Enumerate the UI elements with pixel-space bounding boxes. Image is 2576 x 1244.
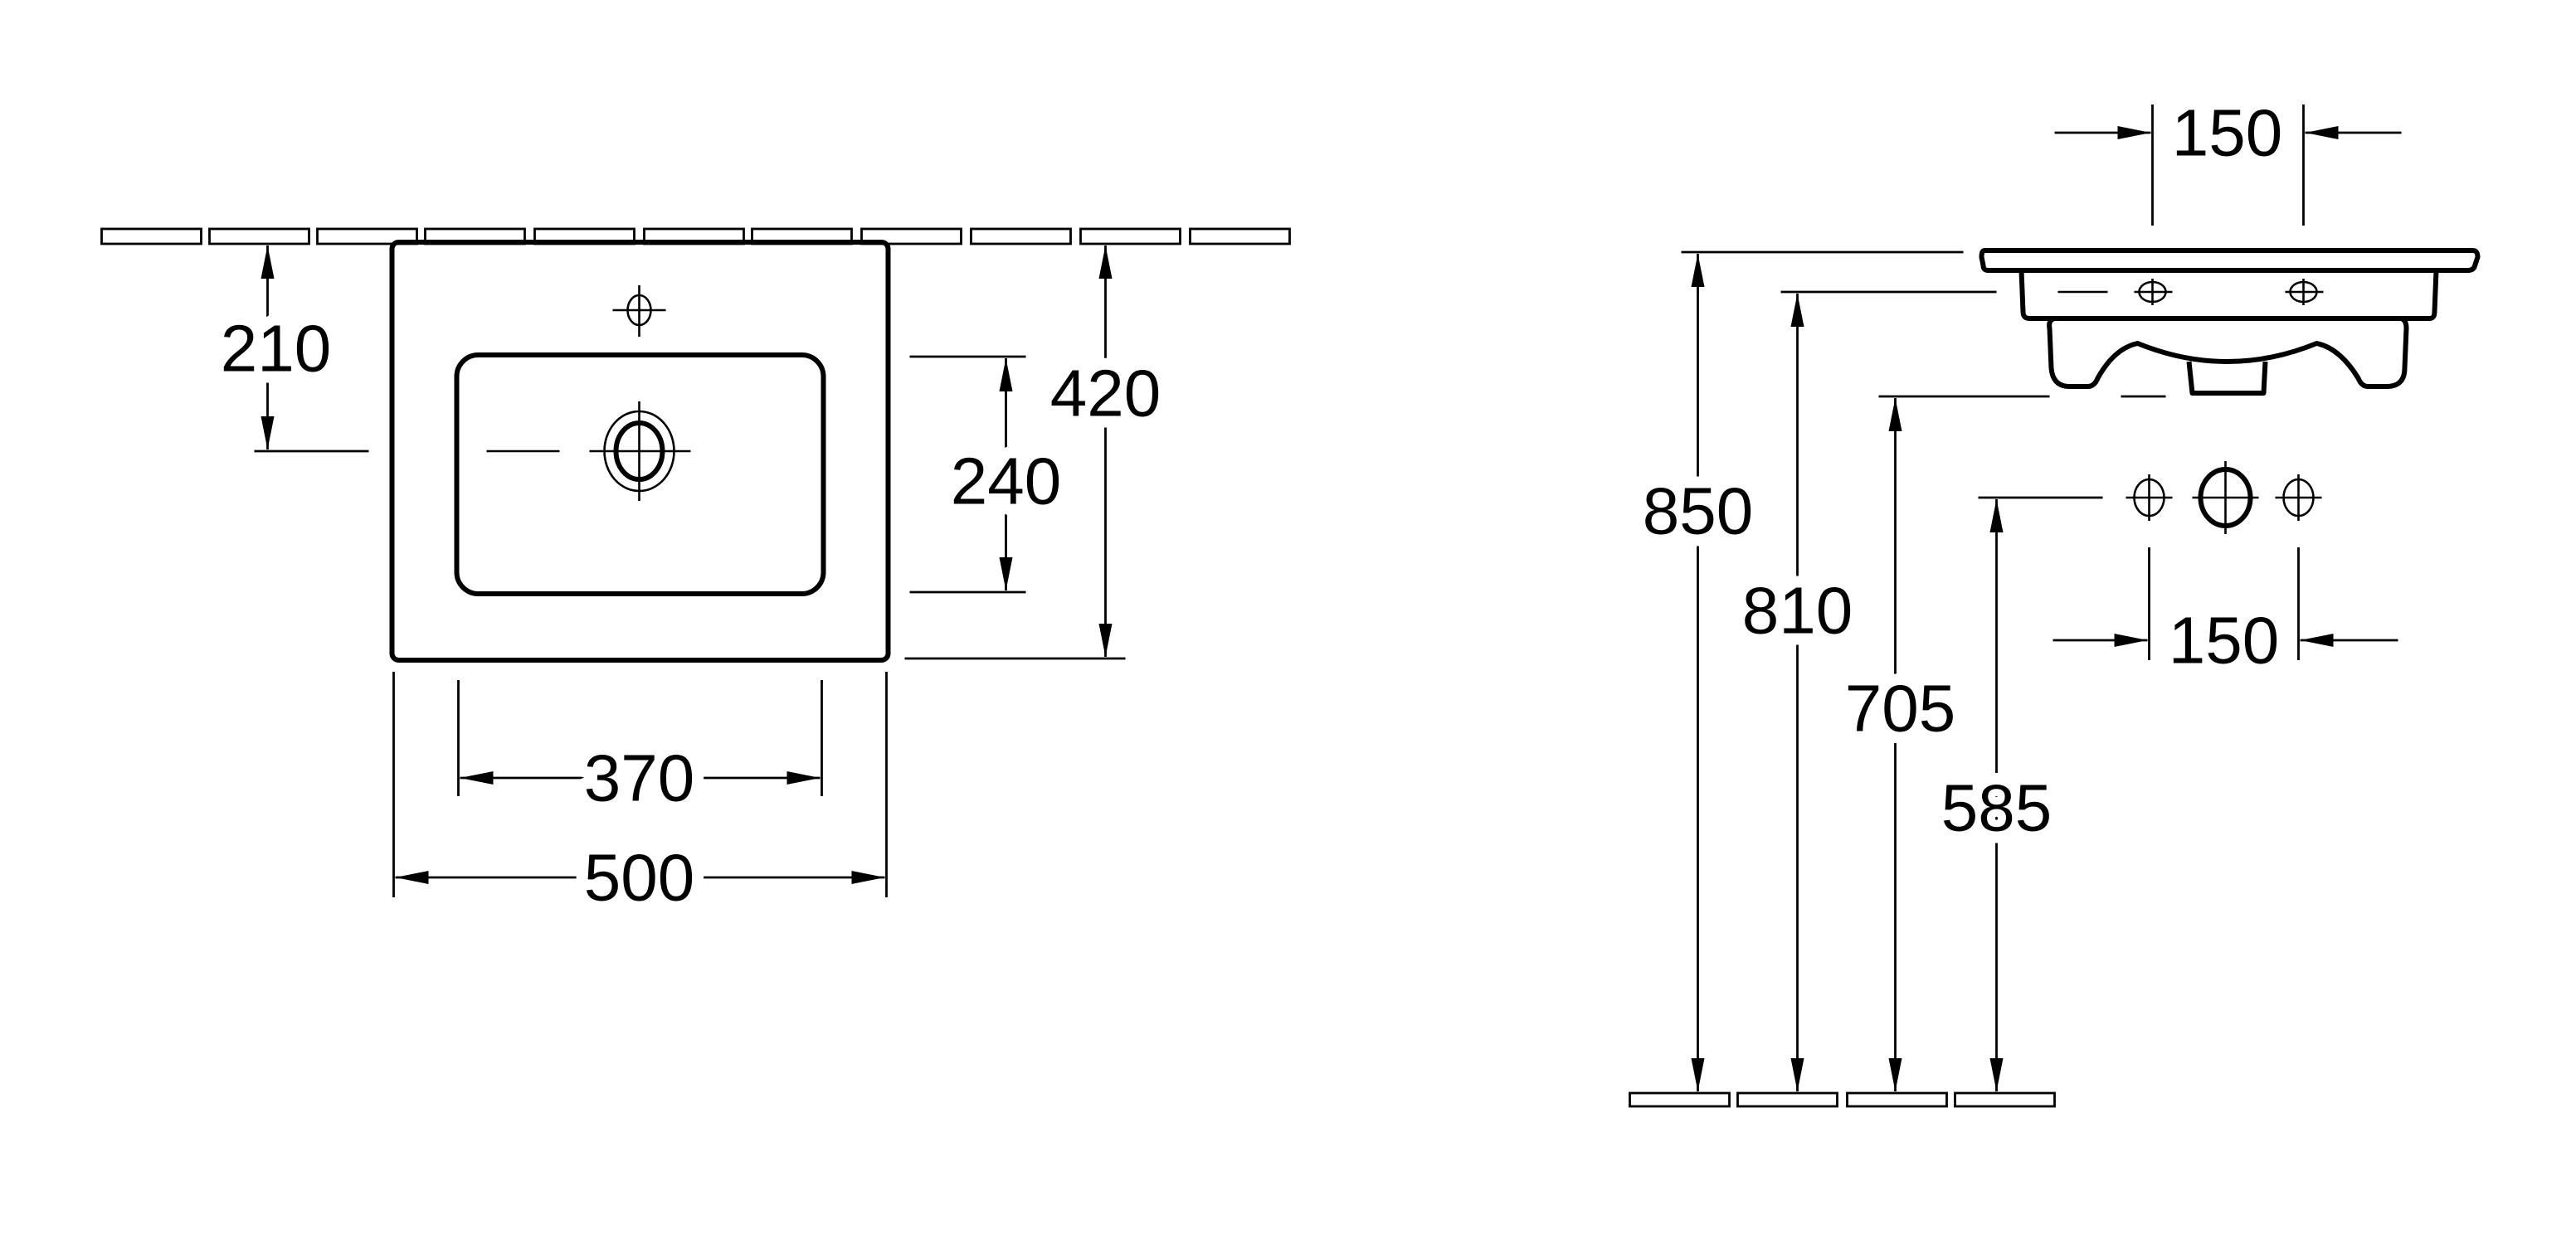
wall-tile <box>1079 227 1181 245</box>
dim-240: 240 <box>951 445 1061 518</box>
dim-150-top: 150 <box>2172 96 2282 170</box>
dim-850: 850 <box>1643 474 1753 548</box>
dim-705: 705 <box>1845 672 1955 746</box>
bowl-outline <box>454 352 826 596</box>
dim-810: 810 <box>1742 574 1853 648</box>
waste-hole-left-icon <box>2126 474 2173 521</box>
tap-hole-icon <box>612 285 666 337</box>
dim-150-bottom: 150 <box>2169 604 2279 678</box>
dim-210: 210 <box>221 312 331 386</box>
floor-tiles <box>1629 1091 2056 1108</box>
wall-tile <box>970 227 1072 245</box>
dim-500: 500 <box>584 841 694 915</box>
dim-370: 370 <box>584 741 694 815</box>
tap-hole-right-icon <box>2285 279 2324 305</box>
basin-profile <box>1979 248 2481 396</box>
drain-icon <box>486 401 691 501</box>
tap-hole-left-icon <box>2134 279 2173 305</box>
wall-tile <box>316 227 418 245</box>
dim-420: 420 <box>1050 357 1161 430</box>
wall-tile <box>208 227 310 245</box>
waste-hole-right-icon <box>2275 474 2322 521</box>
wall-tile <box>860 227 962 245</box>
basin-outline <box>389 240 891 663</box>
side-view: 150 850 810 705 585 <box>1629 85 2481 1108</box>
wall-tile <box>100 227 202 245</box>
top-view: 210 240 420 370 500 <box>100 227 1291 926</box>
wall-tile <box>1189 227 1291 245</box>
waste-hole-center-icon <box>2192 461 2259 534</box>
dim-585: 585 <box>1941 771 2052 845</box>
